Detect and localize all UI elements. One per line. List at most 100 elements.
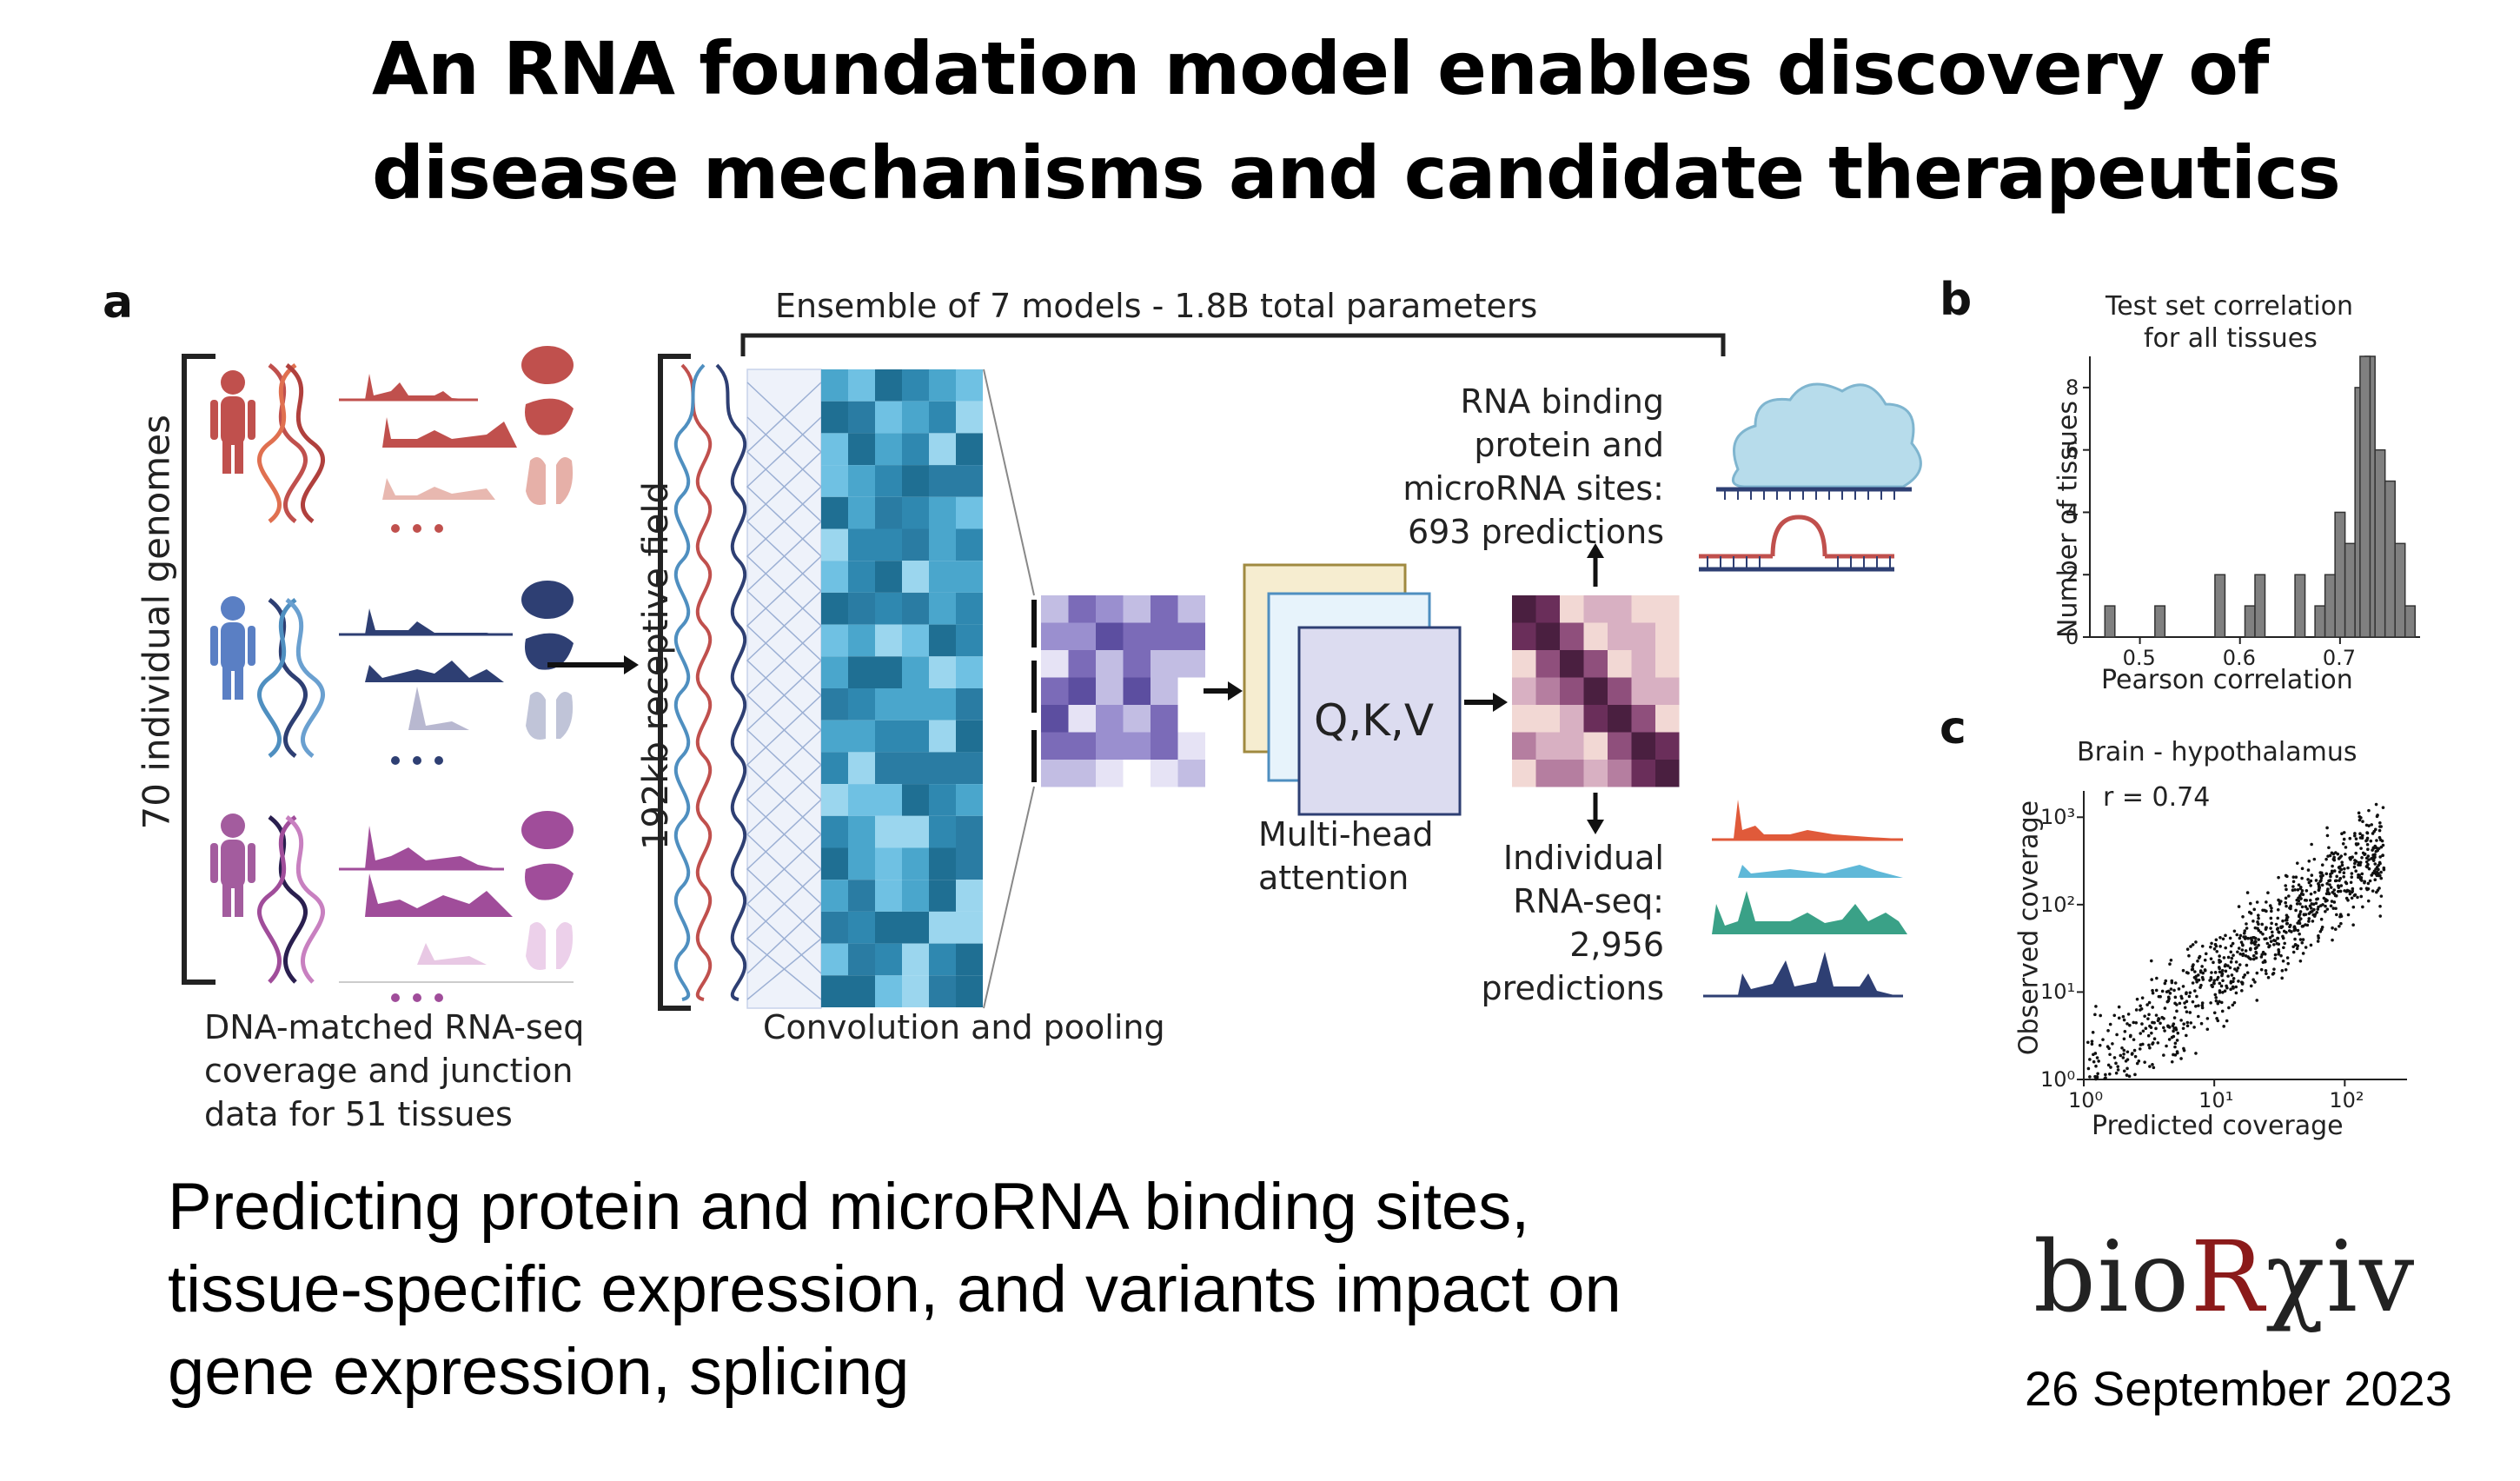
- scatter-point: [2108, 1053, 2112, 1057]
- scatter-point: [2356, 895, 2359, 900]
- scatter-point: [2373, 827, 2377, 832]
- scatter-point: [2203, 968, 2207, 972]
- scatter-point: [2175, 1009, 2178, 1013]
- scatter-point: [2163, 1006, 2167, 1010]
- scatter-point: [2344, 853, 2347, 856]
- scatter-point: [2307, 920, 2311, 923]
- scatter-point: [2249, 912, 2253, 915]
- rbp-label-line-3: microRNA sites:: [1403, 469, 1664, 508]
- scatter-point: [2360, 872, 2364, 876]
- scatter-point: [2379, 894, 2384, 898]
- scatter-point: [2218, 966, 2221, 971]
- scatter-point: [2347, 889, 2351, 893]
- scatter-point: [2218, 991, 2222, 994]
- attention-cell: [1583, 705, 1608, 733]
- scatter-point: [2295, 902, 2299, 906]
- scatter-point: [2365, 831, 2369, 834]
- scatter-point: [2097, 1059, 2100, 1063]
- pool-cell: [1068, 760, 1096, 787]
- scatter-point: [2357, 875, 2361, 879]
- hist-bar: [2404, 605, 2416, 638]
- scatter-point: [2151, 988, 2154, 993]
- attention-cell: [1560, 732, 1584, 760]
- conv-cell: [875, 401, 902, 434]
- scatter-point: [2185, 1024, 2190, 1028]
- scatter-point: [2218, 960, 2221, 964]
- scatter-point: [2311, 909, 2314, 913]
- scatter-point: [2309, 943, 2313, 947]
- pool-cell: [1123, 595, 1151, 623]
- scatter-point: [2305, 907, 2310, 911]
- scatter-point: [2348, 856, 2351, 860]
- scatter-point: [2222, 1025, 2225, 1028]
- scatter-point: [2378, 904, 2382, 908]
- scatter-point: [2174, 1026, 2178, 1030]
- scatter-point: [2344, 881, 2349, 886]
- scatter-point: [2238, 933, 2243, 938]
- pool-cell: [1151, 760, 1178, 787]
- scatter-point: [2291, 950, 2296, 954]
- conv-cell: [848, 561, 875, 593]
- scatter-point: [2354, 837, 2358, 840]
- ensemble-bracket: [740, 333, 1726, 356]
- scatter-point: [2163, 981, 2167, 986]
- scatter-point: [2236, 950, 2239, 954]
- scatter-point: [2145, 1003, 2149, 1006]
- scatter-point: [2310, 842, 2313, 847]
- scatter-point: [2338, 870, 2342, 874]
- scatter-point: [2151, 1020, 2154, 1025]
- output-track-navy: [1703, 952, 1903, 998]
- scatter-point: [2243, 973, 2247, 977]
- publication-date: 26 September 2023: [2025, 1361, 2452, 1416]
- scatter-point: [2334, 879, 2338, 883]
- attention-cell: [1512, 760, 1536, 787]
- scatter-point: [2133, 1054, 2138, 1059]
- scatter-point: [2108, 1022, 2112, 1026]
- scatter-point: [2245, 891, 2250, 894]
- scatter-point: [2316, 940, 2320, 943]
- scatter-point: [2226, 974, 2230, 978]
- scatter-point: [2147, 1043, 2151, 1047]
- scatter-point: [2220, 1009, 2225, 1013]
- conv-cell: [821, 369, 848, 402]
- scatter-point: [2318, 871, 2323, 874]
- scatter-point: [2296, 928, 2300, 933]
- hist-x-tick-label: 0.7: [2322, 646, 2357, 670]
- conv-cell: [875, 624, 902, 657]
- conv-cell: [956, 528, 983, 561]
- scatter-point: [2196, 959, 2199, 963]
- scatter-point: [2300, 905, 2304, 909]
- scatter-point: [2129, 1033, 2132, 1038]
- scatter-point: [2342, 871, 2346, 875]
- scatter-point: [2285, 913, 2289, 917]
- scatter-point: [2122, 1018, 2126, 1022]
- scatter-point: [2186, 971, 2190, 975]
- conv-cell: [848, 688, 875, 721]
- scatter-point: [2239, 980, 2244, 984]
- scatter-point: [2276, 907, 2280, 912]
- scatter-point: [2163, 1029, 2166, 1033]
- attention-cell: [1560, 622, 1584, 650]
- scatter-point: [2338, 876, 2343, 880]
- scatter-point: [2179, 994, 2183, 999]
- scatter-point: [2146, 1017, 2150, 1020]
- conv-cell: [875, 943, 902, 976]
- scatter-point: [2237, 905, 2241, 908]
- scatter-point: [2251, 920, 2255, 923]
- scatter-point: [2226, 955, 2231, 960]
- scatter-point: [2342, 875, 2345, 879]
- scatter-point: [2276, 926, 2280, 930]
- scatter-point: [2205, 1027, 2210, 1032]
- scatter-point: [2306, 878, 2310, 881]
- scatter-point: [2271, 933, 2274, 938]
- panel-letter-c: c: [1940, 702, 1966, 754]
- scatter-point: [2185, 992, 2188, 996]
- conv-cell: [956, 433, 983, 466]
- scatter-point: [2151, 1062, 2154, 1066]
- scatter-point: [2223, 964, 2227, 968]
- conv-cell: [848, 496, 875, 529]
- scatter-point: [2232, 953, 2235, 957]
- scatter-point: [2277, 950, 2281, 953]
- hist-bar: [2359, 355, 2371, 638]
- rnaseq-label-line-1: Individual: [1502, 839, 1664, 877]
